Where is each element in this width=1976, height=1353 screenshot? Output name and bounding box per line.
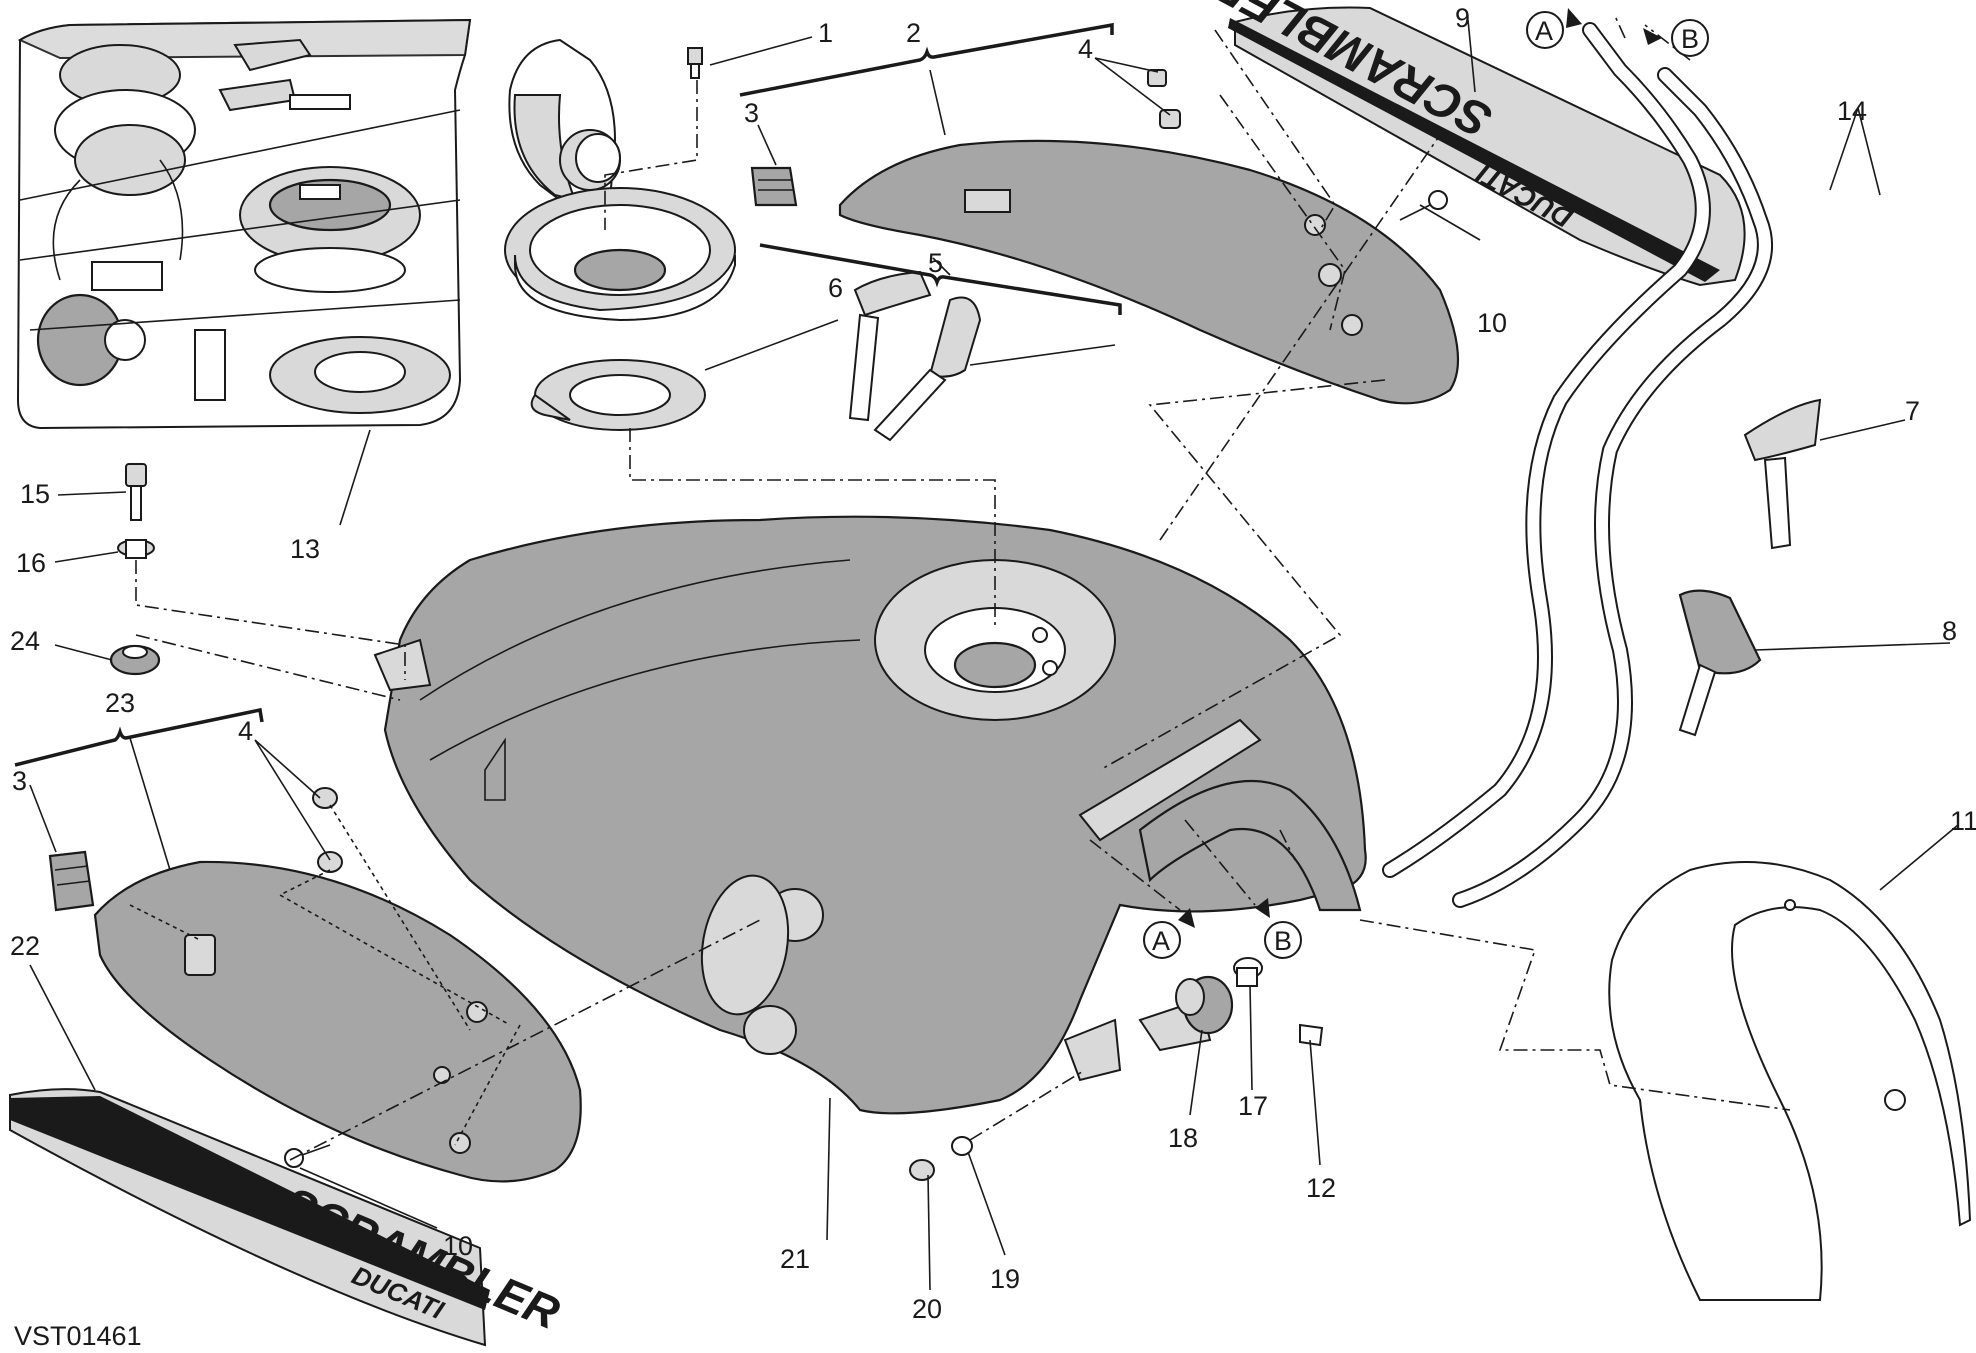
callout-23: 23	[105, 688, 135, 718]
marker-b-top-circle	[1671, 19, 1709, 57]
grommets-left	[312, 787, 343, 873]
callout-6: 6	[828, 273, 843, 303]
marker-a-bottom-circle	[1143, 921, 1181, 959]
bracket-5	[759, 243, 1122, 315]
callout-11: 11	[1950, 806, 1976, 836]
grommets-top	[1147, 69, 1181, 129]
callout-20: 20	[912, 1294, 942, 1324]
callout-14: 14	[1837, 96, 1867, 126]
frame-cover	[1608, 861, 1972, 1301]
clip-12-icon	[1299, 1023, 1324, 1047]
rubber-pad-top	[750, 166, 798, 207]
inset-panel	[16, 18, 472, 430]
callout-17: 17	[1238, 1091, 1268, 1121]
callout-12: 12	[1306, 1173, 1336, 1203]
grommet-24-icon	[109, 644, 161, 676]
marker-b-top: B	[1681, 24, 1699, 54]
callout-19: 19	[990, 1264, 1020, 1294]
fuel-tank	[373, 515, 1367, 1115]
callout-labels: 1 2 3 4 5 6 7 8 9 10 11 12 13 14 15 16 1…	[10, 3, 1976, 1324]
reference-lines	[129, 15, 1791, 1161]
fuel-cap-assembly	[504, 38, 736, 431]
callout-16: 16	[16, 548, 46, 578]
key-7-icon	[1743, 398, 1822, 550]
callout-21: 21	[780, 1244, 810, 1274]
callout-24: 24	[10, 626, 40, 656]
callout-18: 18	[1168, 1123, 1198, 1153]
marker-a-top-circle	[1526, 11, 1564, 49]
right-side-cover	[838, 139, 1460, 405]
rubber-mount-18-icon	[1175, 975, 1234, 1035]
marker-a-bottom: A	[1152, 926, 1170, 956]
callout-3-top: 3	[744, 98, 759, 128]
washer-19-icon	[951, 1136, 973, 1156]
rubber-pad-left	[48, 850, 95, 912]
callout-22: 22	[10, 931, 40, 961]
callout-4-top: 4	[1078, 34, 1093, 64]
callout-1: 1	[818, 18, 833, 48]
bolt-icon	[687, 47, 703, 79]
screw-left	[284, 1144, 331, 1168]
breather-hoses	[1382, 22, 1773, 908]
bracket-23	[14, 707, 264, 767]
spacer-17-icon	[1233, 957, 1263, 987]
flow-arrowheads	[1178, 8, 1662, 928]
callout-8: 8	[1942, 616, 1957, 646]
callout-4-left: 4	[238, 716, 253, 746]
screw-20-icon	[909, 1159, 935, 1181]
callout-15: 15	[20, 479, 50, 509]
marker-a-top: A	[1535, 16, 1553, 46]
bracket-2	[739, 22, 1114, 97]
inset-key-icon	[233, 38, 312, 72]
diagram-code: VST01461	[14, 1321, 142, 1351]
left-side-cover	[93, 860, 582, 1183]
screw-top	[1399, 190, 1448, 221]
key-set-icon	[848, 270, 982, 442]
washer-16-icon	[117, 539, 155, 559]
callout-9: 9	[1455, 3, 1470, 33]
rubber-pad-icon	[964, 189, 1011, 213]
callout-10-left: 10	[443, 1231, 473, 1261]
callout-3-left: 3	[12, 766, 27, 796]
key-8-icon	[1678, 589, 1762, 737]
callout-7: 7	[1905, 396, 1920, 426]
callout-10-top: 10	[1477, 308, 1507, 338]
callout-5: 5	[928, 248, 943, 278]
marker-b-bottom: B	[1274, 926, 1292, 956]
callout-2: 2	[906, 18, 921, 48]
marker-b-bottom-circle	[1264, 921, 1302, 959]
connector-icon	[91, 261, 163, 291]
bolt-15-icon	[125, 463, 147, 521]
leader-lines	[29, 19, 1959, 1291]
callout-13: 13	[290, 534, 320, 564]
flow-markers: A B A B	[1143, 11, 1709, 959]
